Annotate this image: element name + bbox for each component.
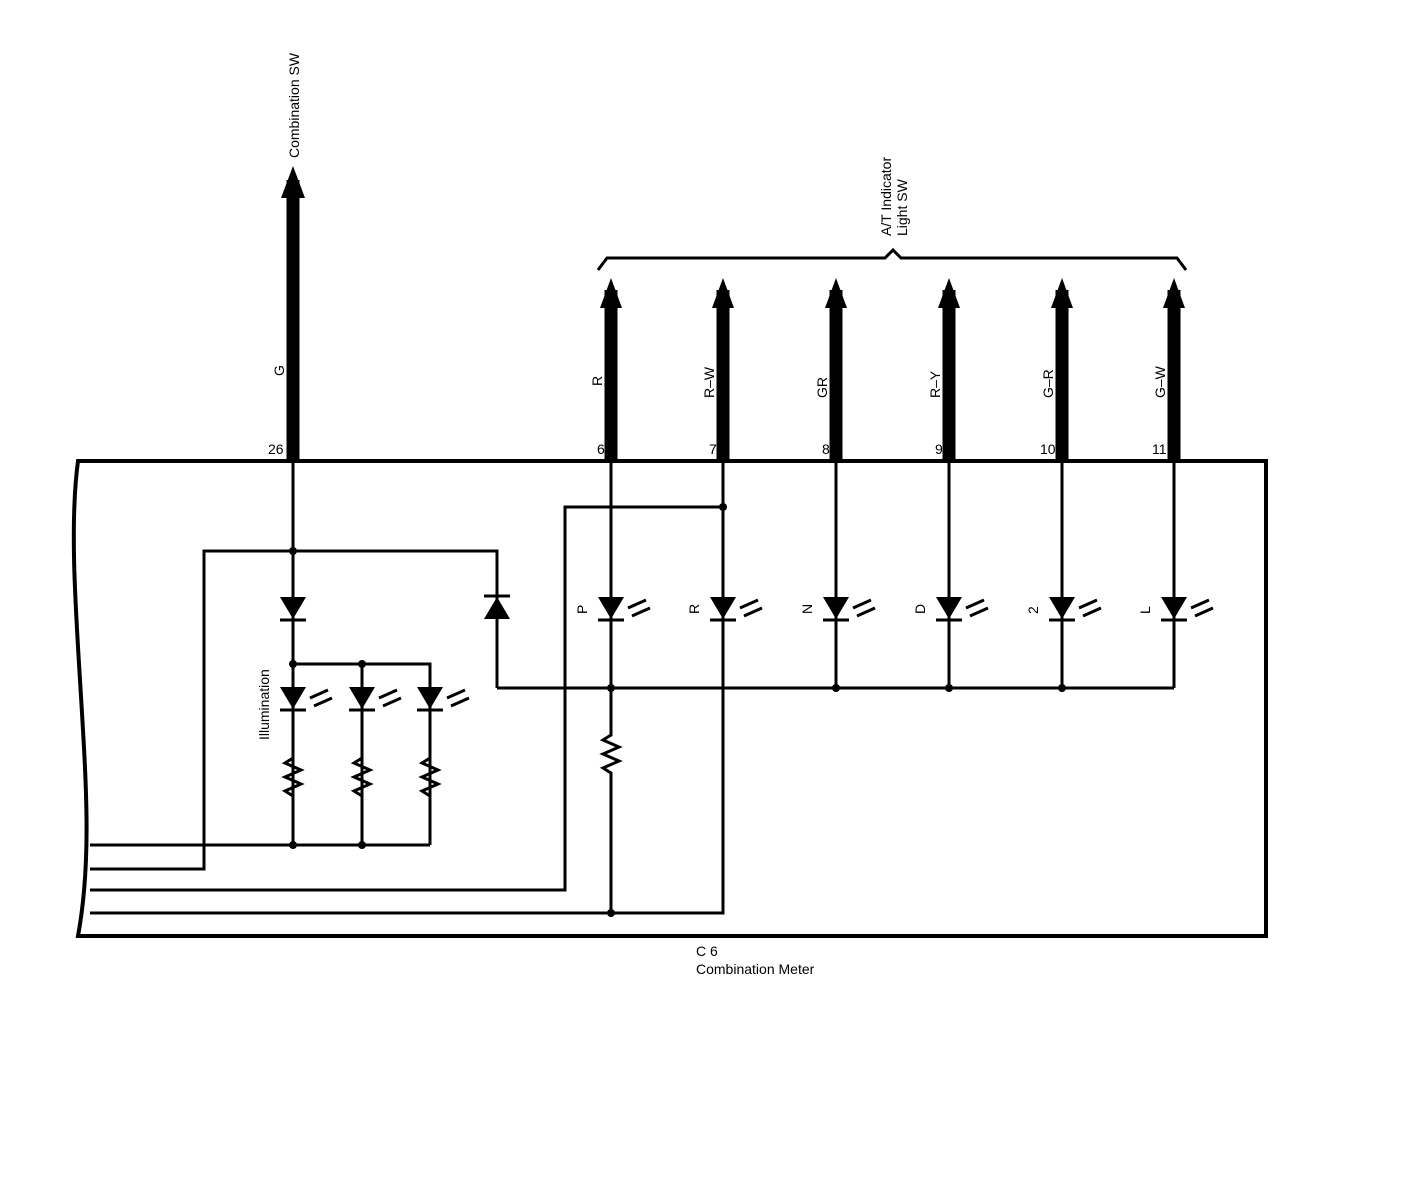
at-channel-10: G–R 10 2 [1025,278,1102,688]
wire-color-9: R–Y [927,370,943,398]
led-icon [1049,597,1075,619]
wire-color-8: GR [814,377,830,398]
pin-8: 8 [822,441,830,457]
at-channel-9: R–Y 9D [912,278,989,688]
position-N: N [799,604,815,614]
led-icon [936,597,962,619]
position-2: 2 [1025,606,1041,614]
arrow-up-icon [281,166,305,198]
led-icon [1161,597,1187,619]
arrow-up-icon [938,278,960,308]
combination-sw-label: Combination SW [286,52,302,158]
wire-color-10: G–R [1040,369,1056,398]
position-L: L [1137,606,1153,614]
arrow-up-icon [825,278,847,308]
pin-26: 26 [268,441,284,457]
led-icon [598,597,624,619]
wire-color-6: R [589,376,605,386]
arrow-up-icon [1051,278,1073,308]
combination-meter-box [71,459,1268,938]
at-channel-6: R 6P [574,278,651,688]
arrow-up-icon [1163,278,1185,308]
position-R: R [686,604,702,614]
pin-6: 6 [597,441,605,457]
blocking-diode-icon [484,597,510,619]
pin-9: 9 [935,441,943,457]
at-channel-8: GR 8N [799,278,876,688]
at-indicator-label-2: Light SW [894,178,910,236]
at-indicator-label-1: A/T Indicator [878,157,894,236]
diode-icon [280,597,306,619]
brace [596,247,1188,271]
resistor-icon [350,750,374,805]
illumination-label: Illumination [256,669,272,740]
illumination-led-1 [280,687,333,712]
component-code: C 6 [696,943,718,959]
position-P: P [574,605,590,614]
component-name: Combination Meter [696,961,815,977]
arrow-up-icon [600,278,622,308]
resistor-icon [281,750,305,805]
position-D: D [912,604,928,614]
at-channel-11: G–W 11L [1137,278,1214,688]
wire-color-7: R–W [701,366,717,398]
resistor-icon [599,688,623,913]
resistor-icon [418,750,442,805]
arrow-up-icon [712,278,734,308]
pin-7: 7 [709,441,717,457]
wire-color-g: G [271,365,287,376]
illumination-led-3 [417,687,470,712]
led-icon [710,597,736,619]
pin-11: 11 [1152,441,1167,457]
wire-color-11: G–W [1152,365,1168,398]
illumination-led-2 [349,687,402,712]
led-icon [823,597,849,619]
pin-10: 10 [1040,441,1056,457]
